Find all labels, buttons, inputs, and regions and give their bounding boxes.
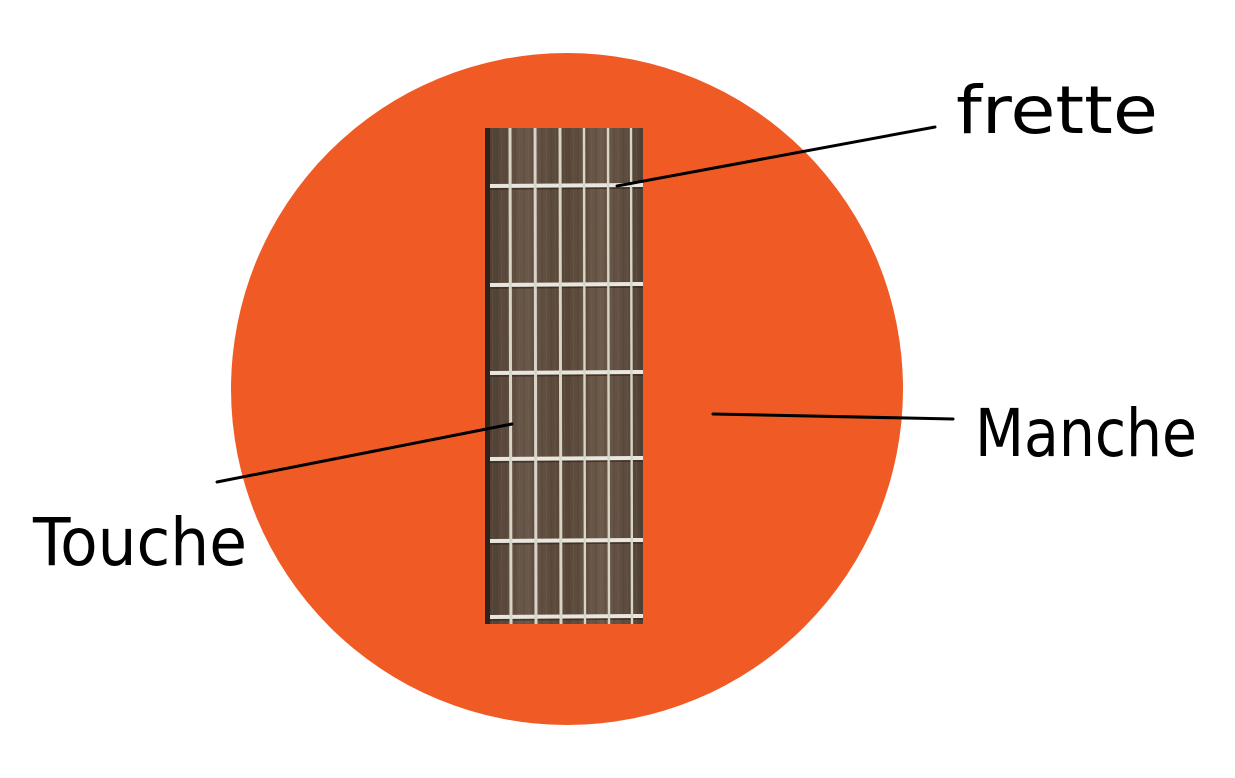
guitar-string: [508, 127, 513, 625]
fret-shadow: [489, 187, 644, 190]
frette-leader-line: [615, 125, 937, 188]
guitar-string: [582, 127, 587, 625]
manche-label: Manche: [975, 395, 1197, 472]
fret-shadow: [489, 542, 644, 545]
fret-shadow: [489, 460, 644, 463]
guitar-string: [533, 127, 538, 625]
touche-leader-line: [215, 422, 514, 484]
fret-wire: [489, 614, 644, 619]
strings: [508, 127, 634, 625]
fret-wire: [489, 282, 644, 287]
frette-label: frette: [956, 72, 1158, 149]
guitar-string: [629, 127, 634, 625]
manche-leader-line: [711, 412, 955, 421]
fret-wire: [489, 456, 644, 461]
fret-wire: [489, 538, 644, 543]
fret-shadow: [489, 286, 644, 289]
fret-wires: [489, 183, 644, 621]
fret-shadow: [489, 374, 644, 377]
fret-shadow: [489, 618, 644, 621]
touche-label: Touche: [32, 504, 247, 581]
guitar-string: [606, 127, 611, 625]
fretboard-edge: [485, 128, 490, 624]
fretboard: [485, 127, 644, 625]
guitar-string: [558, 127, 563, 625]
fret-wire: [489, 370, 644, 375]
